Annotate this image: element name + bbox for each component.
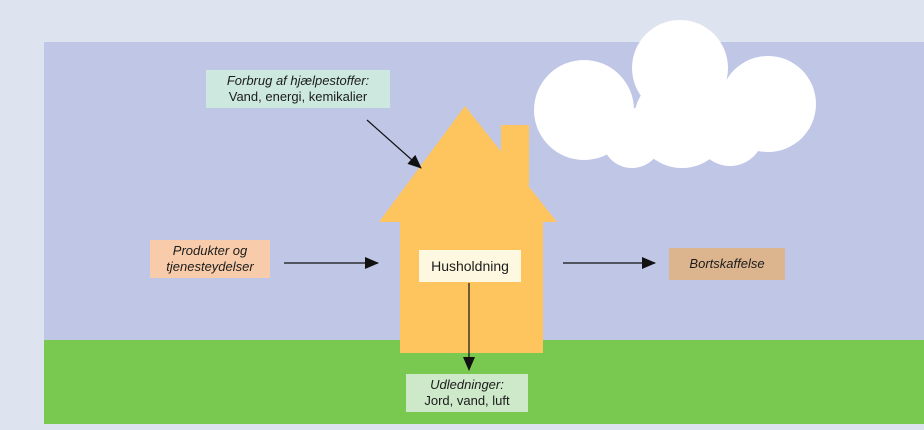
- resources-label: Forbrug af hjælpestoffer: Vand, energi, …: [206, 70, 390, 108]
- household-label: Husholdning: [419, 250, 521, 282]
- emissions-label: Udledninger: Jord, vand, luft: [406, 374, 528, 412]
- products-line2: tjenesteydelser: [166, 259, 254, 274]
- household-text: Husholdning: [431, 258, 509, 274]
- emissions-title: Udledninger:: [430, 377, 504, 392]
- house-icon: [379, 106, 557, 353]
- arrow-resources: [366, 119, 422, 169]
- disposal-label: Bortskaffelse: [669, 248, 785, 280]
- resources-title: Forbrug af hjælpestoffer:: [226, 73, 370, 88]
- products-label: Produkter og tjenesteydelser: [150, 240, 270, 278]
- emissions-text: Jord, vand, luft: [424, 393, 510, 408]
- resources-text: Vand, energi, kemikalier: [228, 89, 368, 104]
- cloud-icon: [534, 20, 816, 168]
- disposal-text: Bortskaffelse: [689, 256, 765, 271]
- products-line1: Produkter og: [172, 243, 248, 258]
